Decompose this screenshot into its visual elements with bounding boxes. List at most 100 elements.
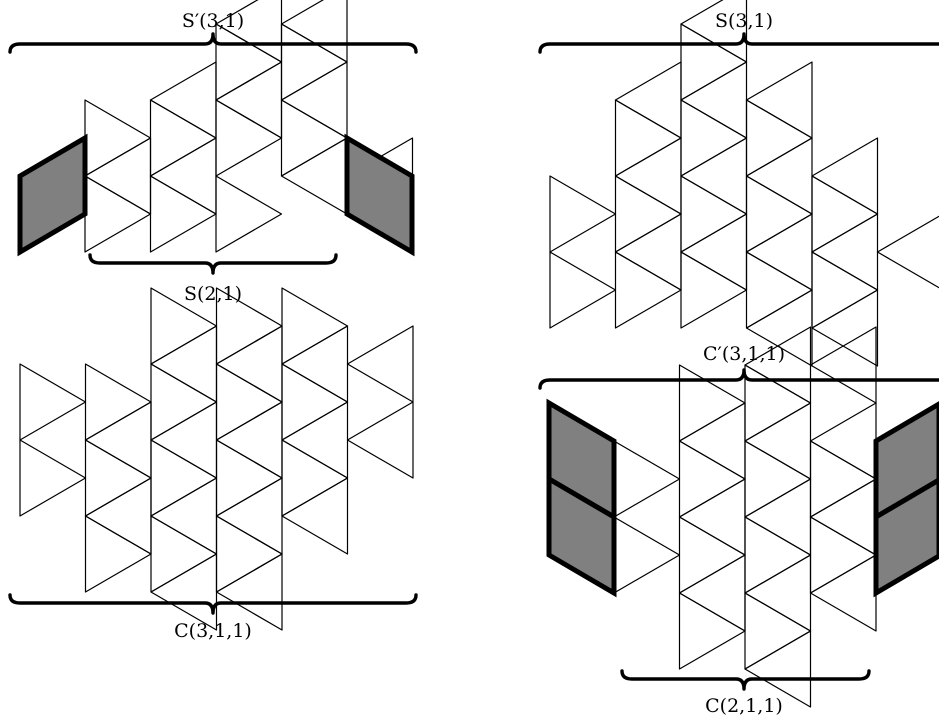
grid-triangle	[280, 137, 348, 215]
grid-triangle	[549, 175, 617, 253]
grid-triangle	[149, 99, 217, 177]
grid-triangle	[215, 99, 283, 177]
grid-triangle	[745, 251, 813, 329]
grid-triangle	[215, 553, 283, 631]
grid-triangle	[745, 213, 813, 291]
grid-triangle	[280, 23, 348, 101]
grid-triangle	[745, 175, 813, 253]
grid-triangle	[680, 213, 748, 291]
grid-triangle	[678, 402, 746, 480]
grid-triangle	[150, 287, 218, 365]
grid-triangle	[281, 401, 349, 479]
grid-triangle	[744, 326, 812, 404]
grid-triangle	[613, 516, 681, 594]
grid-triangle	[281, 325, 349, 403]
grid-triangle	[19, 439, 87, 517]
grid-triangle	[280, 61, 348, 139]
grid-triangle	[678, 478, 746, 556]
bottom-brace	[620, 669, 871, 691]
grid-triangle	[150, 553, 218, 631]
grid-triangle	[84, 363, 152, 441]
grid-triangle	[215, 477, 283, 555]
panel-s-3-1: S(3,1)	[538, 0, 939, 367]
grid-triangle	[678, 592, 746, 670]
grid-triangle	[281, 287, 349, 365]
grid-triangle	[84, 439, 152, 517]
grid-triangle	[809, 326, 877, 404]
bottom-brace	[88, 253, 338, 275]
top-brace	[538, 368, 939, 390]
grid-triangle	[811, 137, 879, 215]
shaded-square-right	[344, 133, 415, 257]
grid-triangle	[744, 554, 812, 632]
grid-triangle	[809, 440, 877, 518]
panel-sublabel: C(2,1,1)	[705, 695, 783, 717]
grid-triangle	[614, 251, 682, 329]
panel-label: C′(3,1,1)	[703, 343, 785, 365]
grid-triangle	[215, 515, 283, 593]
grid-triangle	[811, 213, 879, 291]
grid-triangle	[811, 175, 879, 253]
grid-triangle	[19, 363, 87, 441]
grid-triangle	[215, 439, 283, 517]
grid-triangle	[744, 592, 812, 670]
grid-triangle	[614, 137, 682, 215]
grid-triangle	[744, 516, 812, 594]
panel-sublabel: S(2,1)	[184, 283, 242, 305]
grid-triangle	[281, 477, 349, 555]
grid-triangle	[614, 99, 682, 177]
grid-triangle	[809, 478, 877, 556]
grid-triangle	[811, 251, 879, 329]
grid-triangle	[150, 439, 218, 517]
grid-triangle	[84, 175, 152, 253]
grid-triangle	[346, 401, 414, 479]
grid-triangle	[614, 61, 682, 139]
grid-triangle	[678, 364, 746, 442]
grid-triangle	[84, 137, 152, 215]
grid-triangle	[215, 175, 283, 253]
grid-triangle	[745, 99, 813, 177]
grid-triangle	[280, 0, 348, 63]
grid-triangle	[150, 401, 218, 479]
panel-s-prime-3-1: S′(3,1) S(2,1)	[8, 0, 418, 305]
triangle-grid	[19, 287, 414, 631]
panel-label: S′(3,1)	[182, 10, 244, 32]
grid-triangle	[809, 554, 877, 632]
grid-triangle	[281, 363, 349, 441]
grid-triangle	[745, 137, 813, 215]
grid-triangle	[680, 251, 748, 329]
panel-label: C(3,1,1)	[174, 620, 252, 642]
panel-label: S(3,1)	[715, 10, 773, 32]
grid-triangle	[809, 516, 877, 594]
grid-triangle	[809, 402, 877, 480]
grid-triangle	[680, 23, 748, 101]
top-brace	[538, 32, 939, 54]
grid-triangle	[680, 175, 748, 253]
grid-triangle	[678, 516, 746, 594]
grid-triangle	[215, 401, 283, 479]
grid-triangle	[84, 99, 152, 177]
grid-triangle	[215, 287, 283, 365]
grid-triangle	[149, 137, 217, 215]
grid-triangle	[84, 401, 152, 479]
grid-triangle	[215, 325, 283, 403]
grid-triangle	[150, 325, 218, 403]
grid-triangle	[811, 289, 879, 367]
grid-triangle	[215, 23, 283, 101]
grid-triangle	[744, 402, 812, 480]
grid-triangle	[744, 440, 812, 518]
grid-triangle	[876, 215, 939, 289]
grid-triangle	[84, 477, 152, 555]
grid-triangle	[215, 363, 283, 441]
grid-triangle	[744, 478, 812, 556]
shaded-square-left	[17, 133, 88, 257]
grid-triangle	[678, 554, 746, 632]
bottom-brace	[8, 593, 418, 615]
top-brace	[8, 32, 418, 54]
grid-triangle	[149, 175, 217, 253]
grid-triangle	[680, 137, 748, 215]
panel-c-3-1-1: C(3,1,1)	[8, 287, 418, 642]
grid-triangle	[680, 99, 748, 177]
grid-triangle	[150, 515, 218, 593]
